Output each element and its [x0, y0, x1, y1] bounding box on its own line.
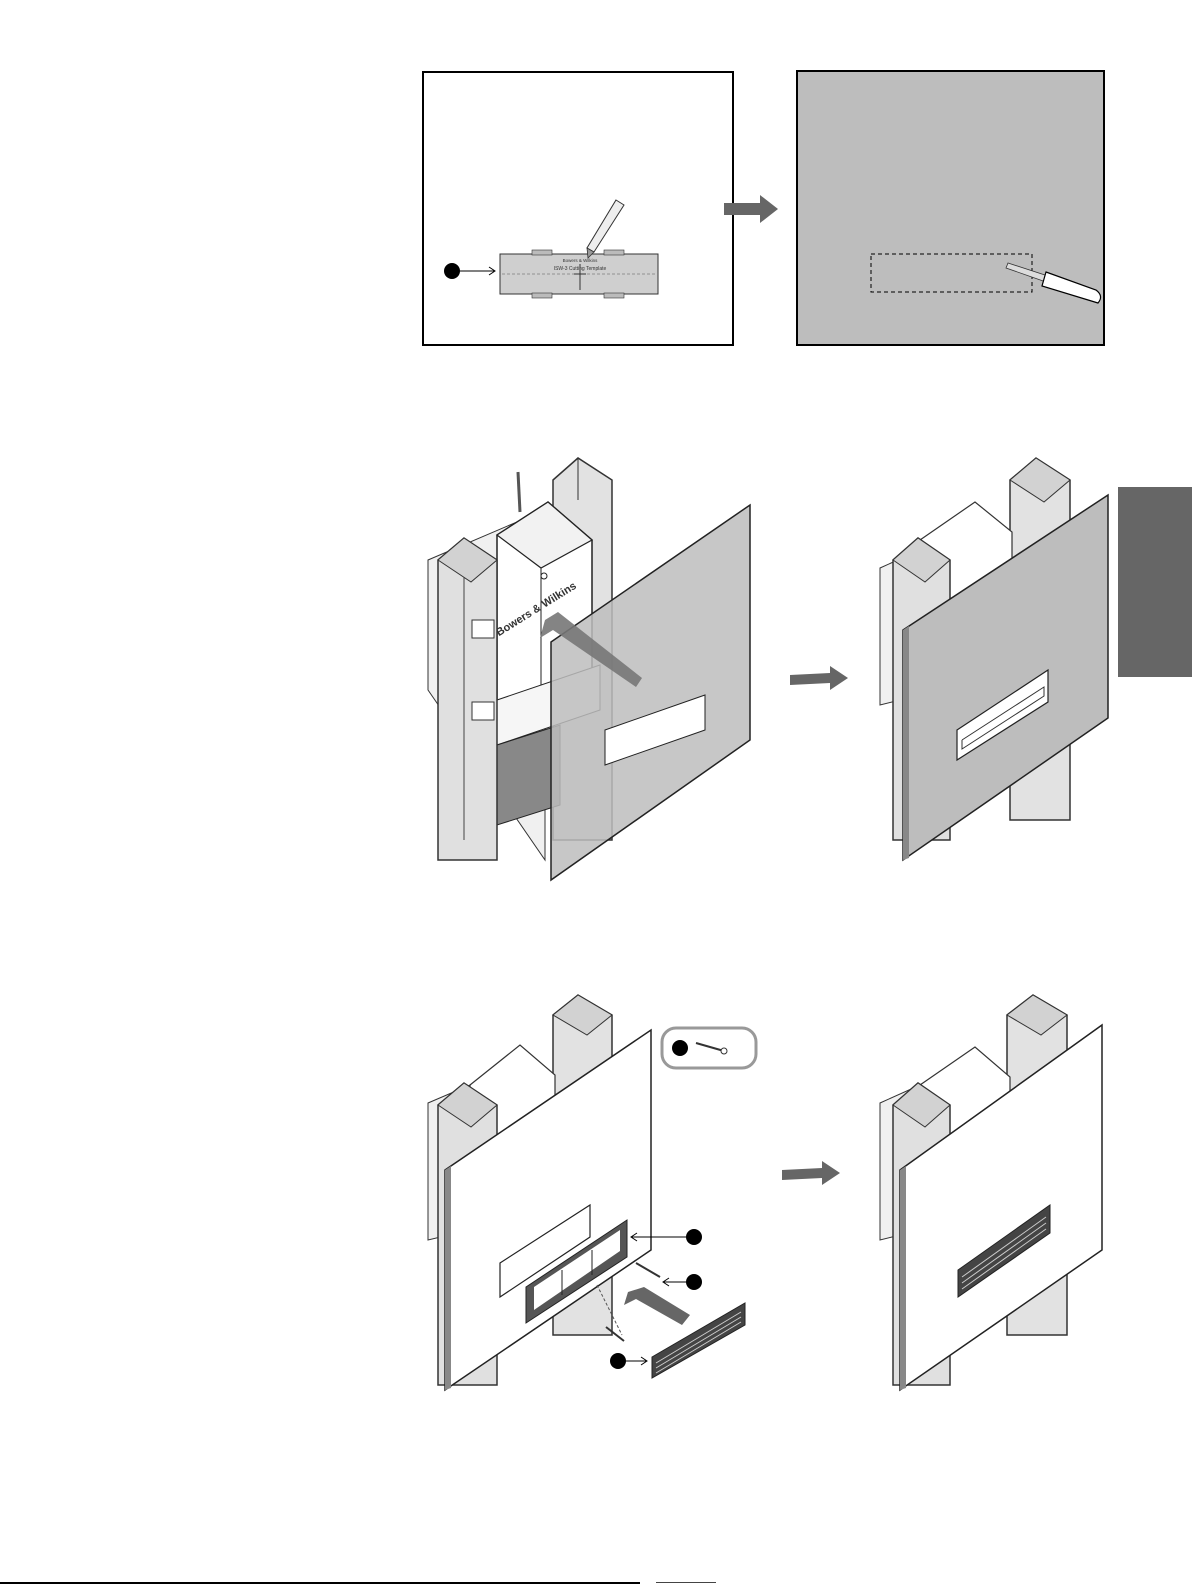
- screw-callout-box: [662, 1028, 756, 1068]
- insert-arrow: [624, 1287, 690, 1325]
- next-step-arrow: [782, 1161, 840, 1185]
- speaker-installed-view: [880, 458, 1108, 860]
- footer-rule-right: [656, 1582, 716, 1583]
- footer-rule: [0, 1582, 640, 1584]
- step-3-illustration: [0, 985, 1192, 1585]
- template-marking-panel: Bowers & Wilkins ISW-3 Cutting Template: [423, 72, 733, 345]
- template-title: ISW-3 Cutting Template: [554, 266, 607, 272]
- callout-dot: [444, 263, 460, 279]
- template-brand: Bowers & Wilkins: [563, 258, 599, 263]
- step-1-illustration: Bowers & Wilkins ISW-3 Cutting Template: [0, 0, 1192, 400]
- next-step-arrow: [790, 666, 848, 690]
- grille-installed-view: [880, 995, 1102, 1390]
- wall-cutting-panel: [797, 71, 1104, 345]
- step-2-illustration: Bowers & Wilkins: [0, 440, 1192, 900]
- speaker-install-exploded: Bowers & Wilkins: [428, 458, 750, 880]
- section-tab: [1118, 487, 1192, 677]
